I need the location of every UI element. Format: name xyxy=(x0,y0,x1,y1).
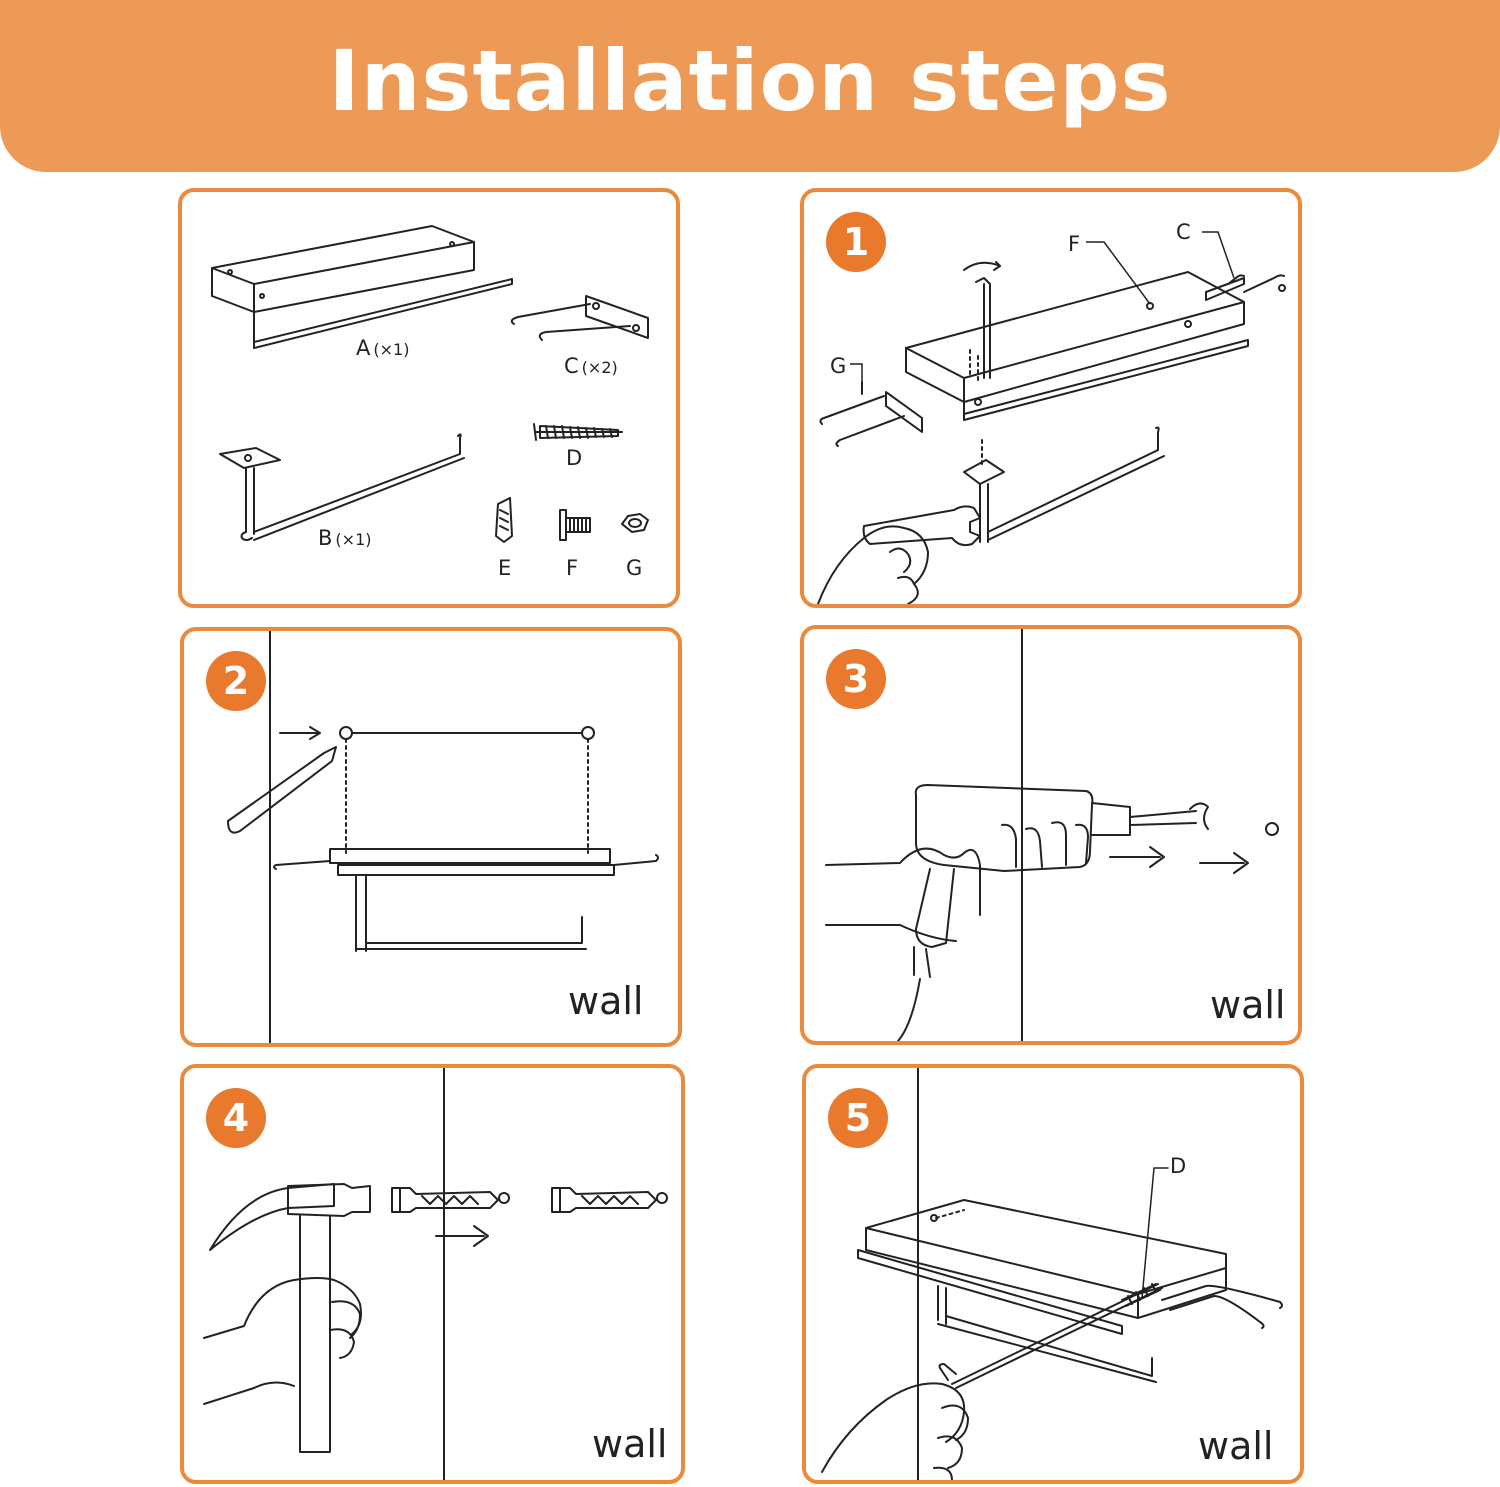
screw-icon xyxy=(1121,1283,1161,1307)
nut-part-g xyxy=(621,513,649,533)
screw-part-d xyxy=(533,423,623,441)
step-badge-1: 1 xyxy=(826,212,886,272)
part-label-g: G xyxy=(830,354,847,378)
drill-icon xyxy=(897,784,1209,1041)
step-badge-2: 2 xyxy=(206,651,266,711)
wall-label: wall xyxy=(1198,1424,1274,1468)
step-1-illustration xyxy=(817,261,1286,604)
leader-lines xyxy=(850,231,1235,382)
step-3-panel: 3 wall xyxy=(800,625,1302,1045)
part-label-a: A(×1) xyxy=(356,336,410,360)
arrow-icon xyxy=(279,726,321,740)
allen-key-icon xyxy=(938,1283,1163,1389)
holder-part-c xyxy=(510,295,649,341)
arrow-icon xyxy=(1109,846,1249,874)
page-title: Installation steps xyxy=(328,32,1172,130)
step-4-illustration xyxy=(203,1068,668,1480)
hand-icon xyxy=(817,525,929,604)
anchor-plug-icon xyxy=(551,1187,657,1213)
rotate-arrow-icon xyxy=(963,261,1001,271)
hand-icon xyxy=(825,821,1089,942)
step-5-illustration xyxy=(821,1068,1283,1480)
step-5-panel: 5 D wall xyxy=(802,1064,1304,1484)
anchor-plug-icon xyxy=(391,1187,499,1213)
part-label-f: F xyxy=(1068,232,1081,256)
step-1-panel: 1 F C G xyxy=(800,188,1302,608)
part-label-g: G xyxy=(626,556,643,580)
part-label-e: E xyxy=(498,556,512,580)
allen-key-icon xyxy=(975,277,991,379)
step-2-illustration xyxy=(227,631,659,1043)
wall-label: wall xyxy=(592,1422,668,1466)
part-label-d: D xyxy=(566,446,583,470)
step-4-panel: 4 wall xyxy=(180,1064,685,1484)
parts-illustration xyxy=(211,225,649,543)
hammer-icon xyxy=(209,1183,371,1453)
wall-label: wall xyxy=(1210,983,1286,1027)
pencil-icon xyxy=(227,746,337,834)
hand-icon xyxy=(203,1277,362,1405)
wall-label: wall xyxy=(568,979,644,1023)
part-label-d: D xyxy=(1170,1154,1187,1178)
paper-holder-part-b xyxy=(219,433,465,541)
header-banner: Installation steps xyxy=(0,0,1500,172)
bolt-part-f xyxy=(559,509,591,541)
anchor-part-e xyxy=(495,497,513,543)
leader-line xyxy=(1141,1167,1169,1299)
part-label-f: F xyxy=(566,556,579,580)
part-label-c: C(×2) xyxy=(564,354,618,378)
step-badge-4: 4 xyxy=(206,1088,266,1148)
part-label-c: C xyxy=(1176,220,1191,244)
step-2-panel: 2 wall xyxy=(180,627,682,1047)
part-label-b: B(×1) xyxy=(318,526,372,550)
hand-icon xyxy=(821,1382,969,1480)
step-3-illustration xyxy=(825,629,1279,1041)
wrench-icon xyxy=(862,505,981,547)
step-badge-3: 3 xyxy=(826,649,886,709)
shelf-part-a xyxy=(211,225,513,349)
arrow-icon xyxy=(435,1225,489,1247)
parts-panel: A(×1) C(×2) B(×1) D E F G xyxy=(178,188,680,608)
step-badge-5: 5 xyxy=(828,1088,888,1148)
